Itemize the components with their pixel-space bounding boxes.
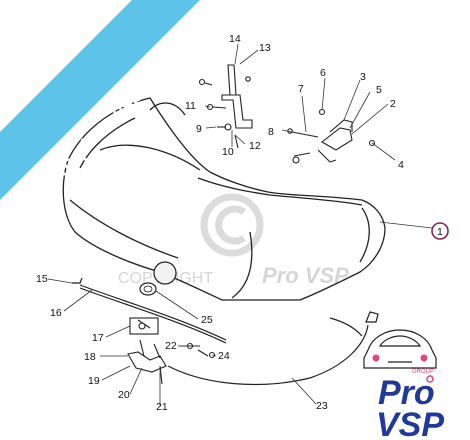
callout-5: 5: [376, 84, 382, 96]
logo-pro-text: Pro: [378, 374, 435, 412]
website-banner: pro-piece-vsp.com: [0, 0, 200, 200]
callout-24: 24: [218, 350, 230, 362]
right-hinge-assembly: [287, 108, 376, 164]
callout-1: 1: [437, 226, 443, 238]
callout-leaders: [47, 43, 433, 406]
hood-emblem-25: [139, 282, 157, 296]
callout-21: 21: [156, 401, 168, 413]
copyright-watermark: COPYRIGHT Pro VSP: [118, 193, 349, 288]
callout-4: 4: [398, 159, 404, 171]
callout-16: 16: [50, 307, 62, 319]
callout-12: 12: [249, 140, 261, 152]
callout-1-highlight: 1: [431, 222, 449, 240]
callout-10: 10: [222, 146, 234, 158]
callout-18: 18: [84, 351, 96, 363]
callout-19: 19: [88, 375, 100, 387]
callout-9: 9: [196, 123, 202, 135]
callout-labels: 14 13 7 6 3 5 2 4 8 9 11 10 12 15 16 17 …: [36, 33, 404, 413]
callout-23: 23: [316, 400, 328, 412]
callout-7: 7: [298, 83, 304, 95]
callout-6: 6: [320, 67, 326, 79]
logo-vsp-text: VSP: [376, 406, 444, 440]
logo-group-text: GROUP: [412, 369, 434, 375]
callout-8: 8: [268, 126, 274, 138]
hood-prop-rod: [72, 277, 227, 344]
provsp-logo: GROUP Pro VSP: [363, 329, 444, 440]
callout-13: 13: [259, 42, 271, 54]
hood-emblem-boss: [153, 261, 177, 285]
car-icon: [363, 329, 437, 369]
callout-14: 14: [229, 33, 241, 45]
hood-panel: [62, 97, 386, 301]
callout-3: 3: [360, 71, 366, 83]
callout-2: 2: [390, 98, 396, 110]
callout-15: 15: [36, 273, 48, 285]
callout-22: 22: [165, 340, 177, 352]
callout-25: 25: [201, 314, 213, 326]
hood-release-cable: [167, 311, 379, 386]
left-hinge-assembly: [198, 64, 253, 149]
callout-20: 20: [118, 389, 130, 401]
callout-11: 11: [185, 100, 196, 112]
callout-17: 17: [92, 332, 104, 344]
